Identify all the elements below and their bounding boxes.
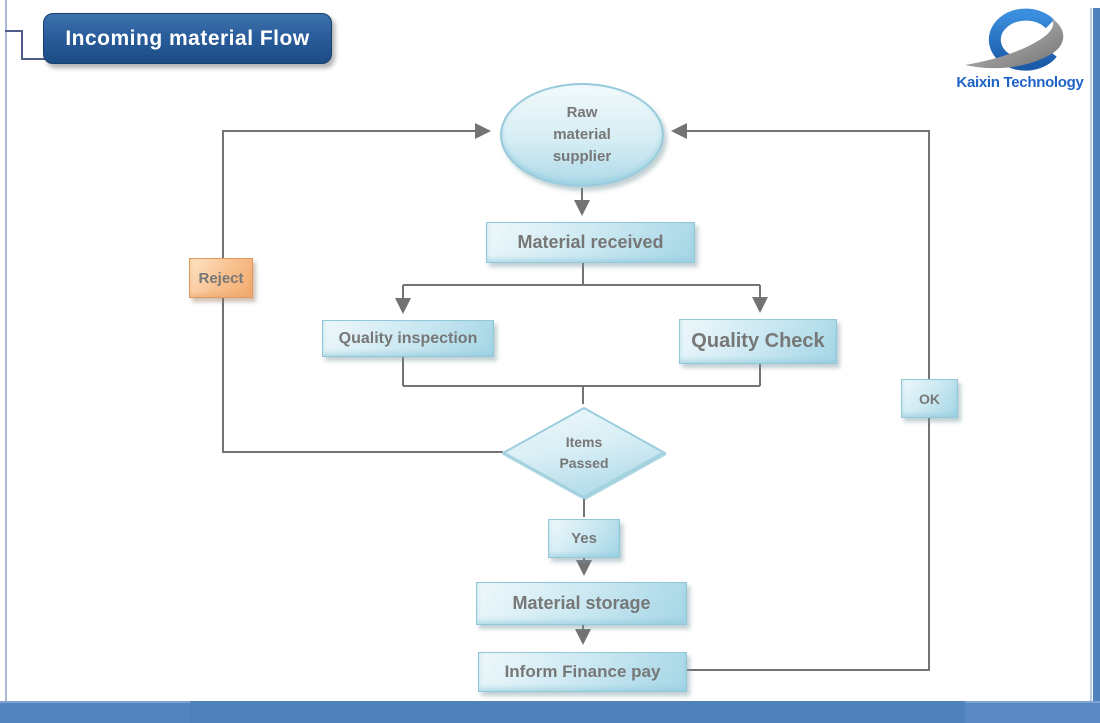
- node-inform-finance-pay-label: Inform Finance pay: [504, 662, 661, 681]
- company-logo: Kaixin Technology: [953, 8, 1087, 93]
- left-edge-line: [5, 0, 7, 701]
- slide-title: Incoming material Flow: [43, 13, 332, 64]
- node-reject: Reject: [189, 258, 253, 298]
- node-yes: Yes: [548, 519, 620, 558]
- node-material-storage-label: Material storage: [512, 593, 651, 613]
- bottom-bar-segment-right: [965, 701, 1100, 723]
- node-quality-inspection-label: Quality inspection: [338, 329, 478, 347]
- slide-title-label: Incoming material Flow: [65, 26, 310, 50]
- swirl-logo-icon: [965, 8, 1064, 71]
- node-reject-label: Reject: [198, 269, 244, 287]
- bottom-bar: [0, 701, 1100, 723]
- node-material-received-label: Material received: [517, 232, 664, 252]
- node-material-received: Material received: [486, 222, 695, 263]
- right-edge-strip: [1093, 8, 1100, 723]
- node-ok: OK: [901, 379, 958, 418]
- node-quality-check: Quality Check: [679, 319, 837, 364]
- company-logo-text: Kaixin Technology: [956, 74, 1084, 91]
- title-bracket-bottom: [21, 58, 45, 60]
- node-items-passed-label: Items Passed: [559, 434, 609, 471]
- node-inform-finance-pay: Inform Finance pay: [478, 652, 687, 692]
- right-edge-lightline: [1090, 8, 1092, 723]
- title-bracket-vertical: [21, 30, 23, 60]
- node-items-passed: Items Passed: [500, 406, 668, 501]
- node-raw-material-supplier: Raw material supplier: [500, 83, 664, 187]
- bottom-bar-segment-left: [0, 701, 190, 723]
- node-raw-material-supplier-label: Raw material supplier: [552, 104, 612, 165]
- node-quality-inspection: Quality inspection: [322, 320, 494, 357]
- node-ok-label: OK: [919, 390, 940, 407]
- title-bracket-top: [5, 30, 23, 32]
- node-yes-label: Yes: [571, 530, 597, 547]
- node-quality-check-label: Quality Check: [691, 330, 825, 352]
- node-material-storage: Material storage: [476, 582, 687, 625]
